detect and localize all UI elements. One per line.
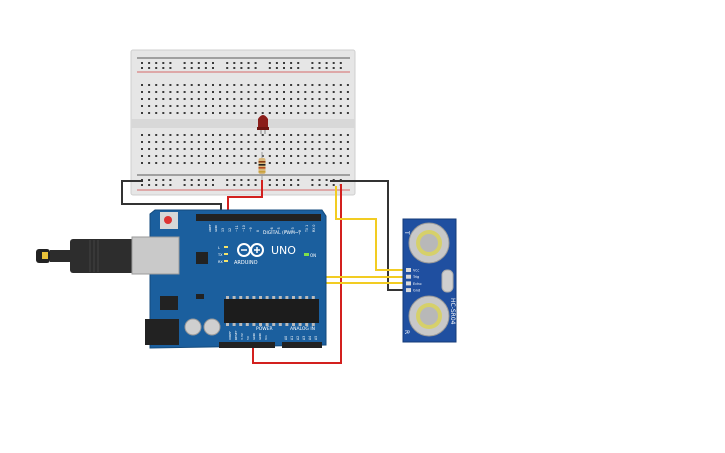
ioref-label: IOREF (228, 331, 232, 340)
digital-pin-label: 13 (221, 228, 225, 232)
wire-yellow-vcc[interactable] (335, 186, 406, 271)
sensor-pin[interactable] (406, 288, 411, 293)
power-header[interactable] (219, 342, 275, 348)
sensor-pin-label: Vcc (413, 269, 419, 273)
digital-pin-label: ~9 (249, 227, 253, 232)
rx-label: RX (218, 260, 223, 264)
sensor-pin-label: Gnd (413, 289, 420, 293)
sensor-pin[interactable] (406, 268, 411, 272)
digital-header[interactable] (196, 214, 321, 221)
digital-pin-label: ~3 (291, 227, 295, 232)
reset-button[interactable] (164, 216, 172, 224)
analog-header[interactable] (282, 342, 322, 348)
wire-black-gnd[interactable] (330, 180, 406, 291)
wire-black-left[interactable] (121, 180, 222, 214)
arduino-brand-text: ARDUINO (234, 260, 258, 266)
transmitter-transducer (408, 222, 450, 264)
analog-pin-label: A0 (284, 336, 288, 340)
receiver-transducer (408, 295, 450, 337)
digital-pin-label: 7 (263, 230, 267, 232)
digital-pin-label: 8 (256, 230, 260, 232)
crystal (441, 269, 454, 293)
digital-pin-label: 2 (298, 230, 302, 232)
gnd-label-2: GND (258, 332, 262, 340)
analog-pin-label: A4 (308, 336, 312, 340)
wire-red-5v[interactable] (252, 184, 342, 364)
l-label: L (218, 246, 220, 250)
digital-pin-label: ~5 (277, 227, 281, 232)
on-label: ON (310, 253, 316, 258)
sensor-pin[interactable] (406, 281, 411, 286)
model-label: HC-SR04 (449, 298, 456, 325)
power-jack (145, 319, 179, 345)
digital-pin-label: TX 1 (305, 225, 309, 233)
sensor-pin-label: Echo (413, 282, 422, 286)
power-label: POWER (256, 326, 273, 332)
on-led (304, 253, 309, 256)
analog-pin-label: A3 (302, 336, 306, 340)
arduino-uno-board[interactable]: UNO ARDUINO DIGITAL (PWM~) POWER ANALOG … (131, 209, 327, 349)
reset-label: RESET (234, 330, 238, 340)
r-label: R (403, 330, 410, 334)
usb-port (131, 236, 180, 275)
sensor-pin[interactable] (406, 274, 411, 279)
digital-pin-label: ~6 (270, 227, 274, 232)
analog-pin-label: A2 (296, 336, 300, 340)
v33-label: 3.3V (240, 332, 244, 340)
digital-pin-label: RX 0 (312, 225, 316, 232)
v5-label: 5V (246, 335, 250, 340)
wire-red-led[interactable] (227, 180, 263, 214)
aref-label: AREF (208, 224, 212, 232)
gnd-label-1: GND (252, 332, 256, 340)
digital-label: DIGITAL (PWM~) (263, 230, 301, 236)
arduino-logo-icon (237, 243, 264, 257)
analog-pin-label: A1 (290, 336, 294, 340)
tx-label: TX (217, 253, 223, 257)
breadboard[interactable] (130, 49, 356, 196)
resistor[interactable] (258, 152, 266, 180)
breadboard-holes (141, 62, 349, 186)
vin-label: Vin (264, 335, 268, 340)
digital-pin-label: 12 (228, 228, 232, 232)
atmega-chip (224, 299, 319, 323)
uno-logo-text: UNO (271, 244, 296, 257)
digital-pin-label: ~10 (242, 225, 246, 232)
sensor-pin-label: Trig (412, 275, 419, 279)
digital-pin-label: ~11 (235, 225, 239, 232)
usb-cable[interactable] (36, 239, 134, 273)
t-label: T (403, 230, 410, 235)
red-led[interactable] (257, 115, 269, 134)
gnd-label-top: GND (214, 224, 218, 232)
analog-label: ANALOG IN (290, 326, 315, 332)
analog-pin-label: A5 (314, 336, 318, 340)
digital-pin-label: 4 (284, 230, 288, 232)
